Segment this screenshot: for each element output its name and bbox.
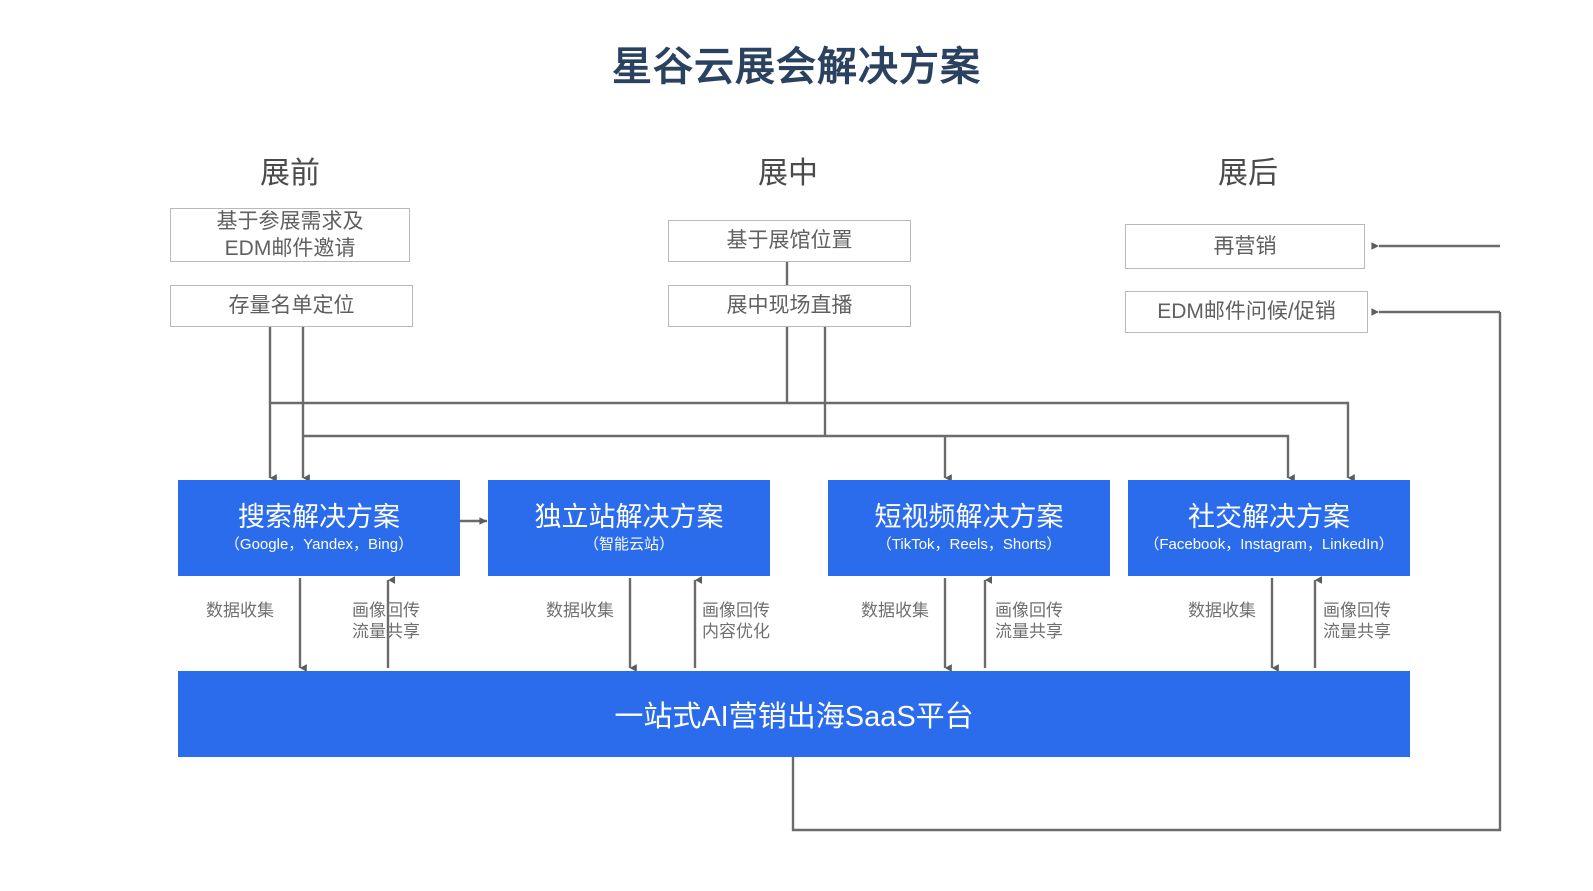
stage-box-line1: 基于参展需求及 — [216, 209, 364, 233]
flow-label-line2: 流量共享 — [352, 622, 420, 642]
flow-label-line1: 画像回传 — [702, 601, 770, 620]
stage-box-line1: 存量名单定位 — [228, 294, 355, 318]
stage-box-line1: EDM邮件问候/促销 — [1157, 300, 1336, 324]
stage-box-edm-greeting-promo[interactable]: EDM邮件问候/促销 — [1125, 291, 1368, 333]
stage-box-remarketing[interactable]: 再营销 — [1125, 224, 1365, 269]
solution-subtitle: （TikTok，Reels，Shorts） — [876, 536, 1062, 554]
flow-label-line2: 内容优化 — [702, 622, 770, 642]
stage-box-line2: EDM邮件邀请 — [224, 237, 356, 260]
phase-title-during: 展中 — [758, 157, 818, 190]
solution-subtitle: （Google，Yandex，Bing） — [224, 536, 414, 554]
flow-label-data-collection-3: 数据收集 — [861, 601, 929, 620]
stage-box-exhibition-demand-edm[interactable]: 基于参展需求及 EDM邮件邀请 — [170, 208, 410, 262]
flow-label-data-collection-2: 数据收集 — [546, 601, 614, 620]
solution-subtitle: （智能云站） — [583, 536, 674, 554]
phase-title-post: 展后 — [1218, 157, 1278, 190]
flow-label-data-collection-4: 数据收集 — [1188, 601, 1256, 620]
solution-title: 短视频解决方案 — [874, 502, 1064, 533]
flow-label-feedback-4: 画像回传 流量共享 — [1323, 600, 1433, 643]
flow-label-feedback-2: 画像回传 内容优化 — [702, 600, 812, 643]
stage-box-existing-list-targeting[interactable]: 存量名单定位 — [170, 285, 413, 327]
solution-title: 独立站解决方案 — [534, 502, 724, 533]
solution-box-short-video[interactable]: 短视频解决方案 （TikTok，Reels，Shorts） — [828, 480, 1110, 576]
solution-subtitle: （Facebook，Instagram，LinkedIn） — [1144, 536, 1394, 554]
stage-box-line1: 展中现场直播 — [726, 294, 853, 318]
stage-box-line1: 基于展馆位置 — [726, 229, 853, 253]
platform-label: 一站式AI营销出海SaaS平台 — [614, 701, 974, 733]
platform-bar[interactable]: 一站式AI营销出海SaaS平台 — [178, 671, 1410, 757]
solution-title: 社交解决方案 — [1188, 502, 1350, 533]
flow-label-data-collection-1: 数据收集 — [206, 601, 274, 620]
solution-box-social[interactable]: 社交解决方案 （Facebook，Instagram，LinkedIn） — [1128, 480, 1410, 576]
stage-box-venue-location[interactable]: 基于展馆位置 — [668, 220, 911, 262]
flow-label-line2: 流量共享 — [1323, 622, 1391, 642]
solution-title: 搜索解决方案 — [238, 502, 400, 533]
flow-label-feedback-1: 画像回传 流量共享 — [352, 600, 462, 643]
stage-box-line1: 再营销 — [1213, 234, 1277, 258]
stage-box-live-streaming[interactable]: 展中现场直播 — [668, 285, 911, 327]
solution-box-search[interactable]: 搜索解决方案 （Google，Yandex，Bing） — [178, 480, 460, 576]
page-title: 星谷云展会解决方案 — [612, 45, 981, 89]
flow-label-line1: 画像回传 — [352, 601, 420, 620]
flow-label-line1: 画像回传 — [995, 601, 1063, 620]
flow-label-feedback-3: 画像回传 流量共享 — [995, 600, 1105, 643]
flow-label-line1: 画像回传 — [1323, 601, 1391, 620]
phase-title-pre: 展前 — [260, 157, 320, 190]
flow-label-line2: 流量共享 — [995, 622, 1063, 642]
solution-box-standalone-site[interactable]: 独立站解决方案 （智能云站） — [488, 480, 770, 576]
